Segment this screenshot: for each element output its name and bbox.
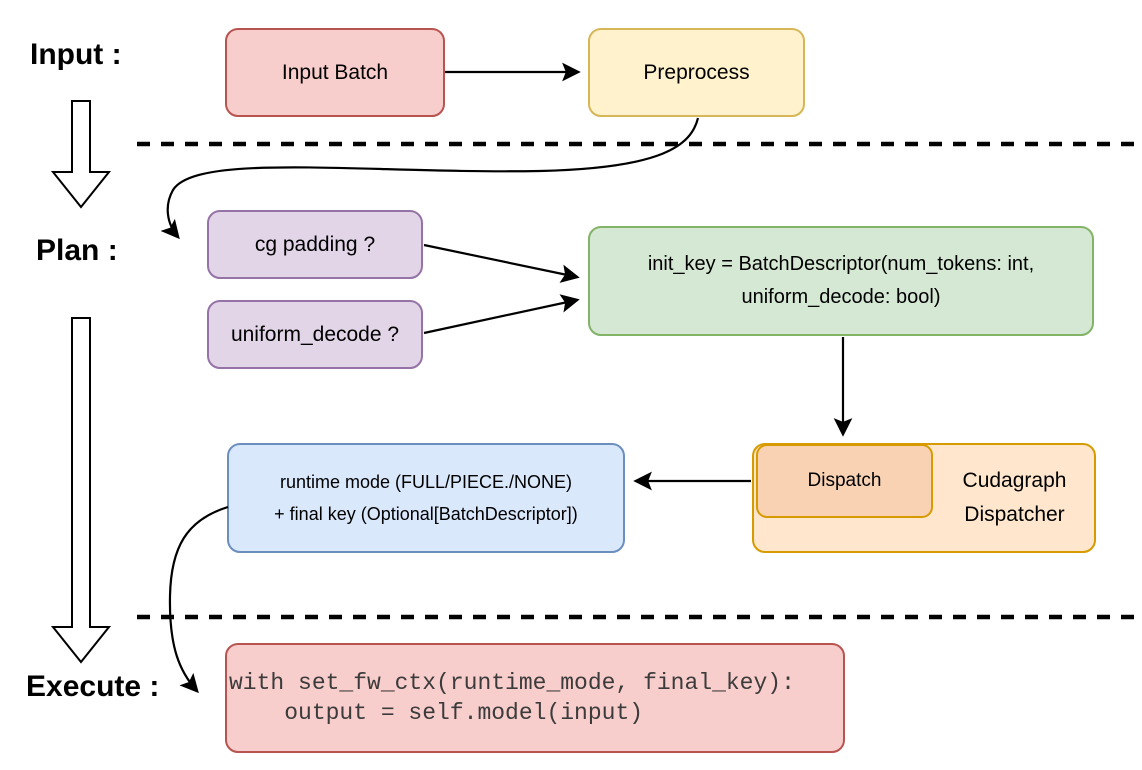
cudagraph-label-line1: Cudagraph	[962, 469, 1067, 492]
node-dispatch: Dispatch	[756, 444, 933, 518]
execute-code-line2: output = self.model(input)	[229, 700, 644, 726]
node-dispatch-label: Dispatch	[807, 470, 882, 491]
node-input-batch: Input Batch	[225, 28, 445, 117]
node-input-batch-label: Input Batch	[281, 60, 389, 84]
stage-label-execute: Execute :	[26, 670, 160, 703]
stage-arrow-plan-to-execute	[50, 317, 112, 664]
stage-arrow-input-to-plan	[50, 100, 112, 209]
stage-label-input: Input :	[30, 38, 122, 71]
node-init-key: init_key = BatchDescriptor(num_tokens: i…	[588, 226, 1094, 336]
node-cg-padding: cg padding ?	[207, 210, 423, 279]
node-cg-padding-label: cg padding ?	[254, 232, 376, 256]
connector-runtimemode-executecode	[168, 505, 229, 694]
cudagraph-label-line2: Dispatcher	[964, 503, 1065, 526]
connector-cgpadding-initkey	[423, 243, 580, 283]
node-uniform-decode: uniform_decode ?	[207, 300, 423, 369]
node-cudagraph-dispatcher-label: Cudagraph Dispatcher	[933, 443, 1096, 553]
stage-label-plan: Plan :	[36, 234, 118, 267]
node-init-key-line2: uniform_decode: bool)	[741, 286, 941, 308]
node-execute-code: with set_fw_ctx(runtime_mode, final_key)…	[225, 643, 845, 753]
node-init-key-line1: init_key = BatchDescriptor(num_tokens: i…	[647, 253, 1035, 275]
node-runtime-mode: runtime mode (FULL/PIECE./NONE) + final …	[227, 443, 625, 553]
node-preprocess-label: Preprocess	[643, 60, 750, 84]
execute-code-line1: with set_fw_ctx(runtime_mode, final_key)…	[229, 670, 795, 696]
node-preprocess: Preprocess	[588, 28, 805, 117]
connector-uniformdecode-initkey	[423, 294, 580, 335]
node-runtime-mode-line1: runtime mode (FULL/PIECE./NONE)	[279, 472, 573, 492]
node-uniform-decode-label: uniform_decode ?	[230, 322, 400, 346]
node-runtime-mode-line2: + final key (Optional[BatchDescriptor])	[274, 504, 578, 524]
